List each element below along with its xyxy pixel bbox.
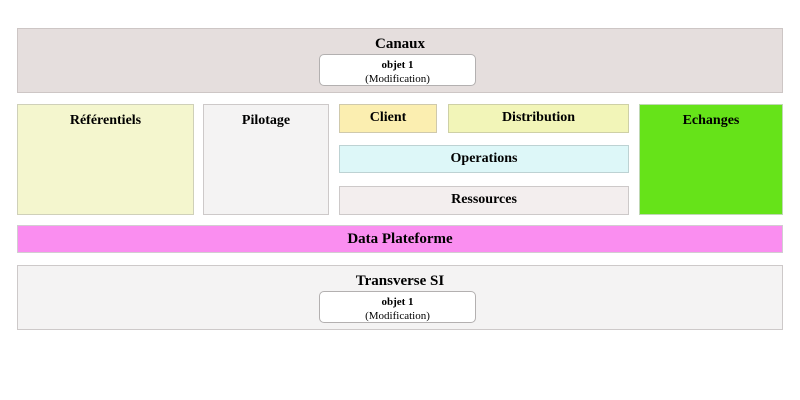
block-operations[interactable]: Operations <box>339 145 629 173</box>
block-referentiels-label: Référentiels <box>69 113 142 128</box>
block-operations-label: Operations <box>450 151 518 166</box>
block-echanges-label: Echanges <box>682 113 740 128</box>
block-ressources[interactable]: Ressources <box>339 186 629 215</box>
block-ressources-label: Ressources <box>451 192 517 207</box>
block-transverse-si-label: Transverse SI <box>355 273 445 289</box>
block-data-plateforme[interactable]: Data Plateforme <box>17 225 783 253</box>
object-card-canaux[interactable]: objet 1 (Modification) <box>319 54 476 86</box>
object-card-canaux-name: objet 1 <box>381 59 414 71</box>
block-distribution[interactable]: Distribution <box>448 104 629 133</box>
object-card-transverse-state: (Modification) <box>365 309 430 322</box>
block-pilotage[interactable]: Pilotage <box>203 104 329 215</box>
block-referentiels[interactable]: Référentiels <box>17 104 194 215</box>
block-echanges[interactable]: Echanges <box>639 104 783 215</box>
block-data-plateforme-label: Data Plateforme <box>347 231 453 247</box>
block-client-label: Client <box>369 110 407 125</box>
object-card-transverse[interactable]: objet 1 (Modification) <box>319 291 476 323</box>
block-pilotage-label: Pilotage <box>241 113 291 128</box>
block-canaux-label: Canaux <box>374 36 426 52</box>
object-card-canaux-state: (Modification) <box>365 72 430 85</box>
block-distribution-label: Distribution <box>501 110 576 125</box>
object-card-transverse-name: objet 1 <box>381 296 414 308</box>
block-client[interactable]: Client <box>339 104 437 133</box>
